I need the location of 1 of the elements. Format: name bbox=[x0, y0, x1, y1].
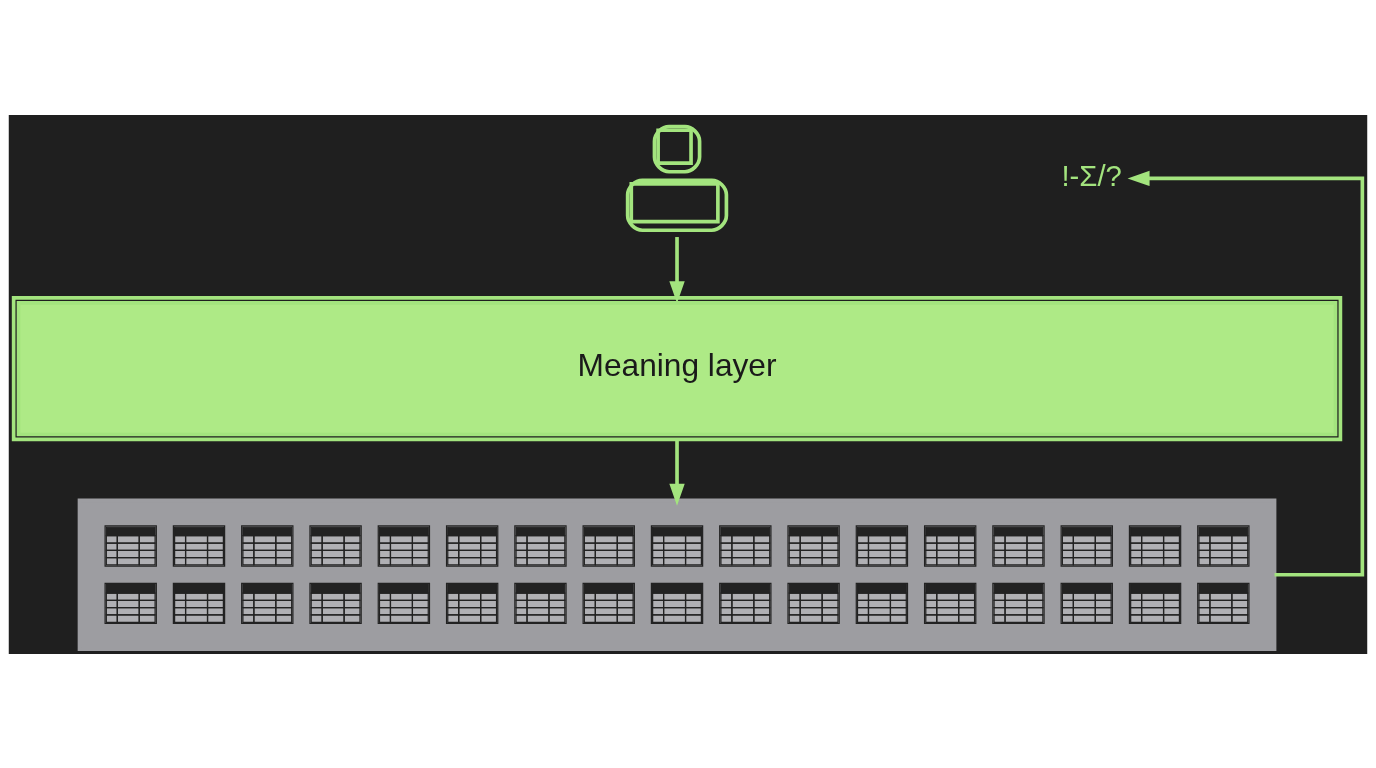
node-text: !-Σ/? bbox=[1061, 159, 1122, 192]
